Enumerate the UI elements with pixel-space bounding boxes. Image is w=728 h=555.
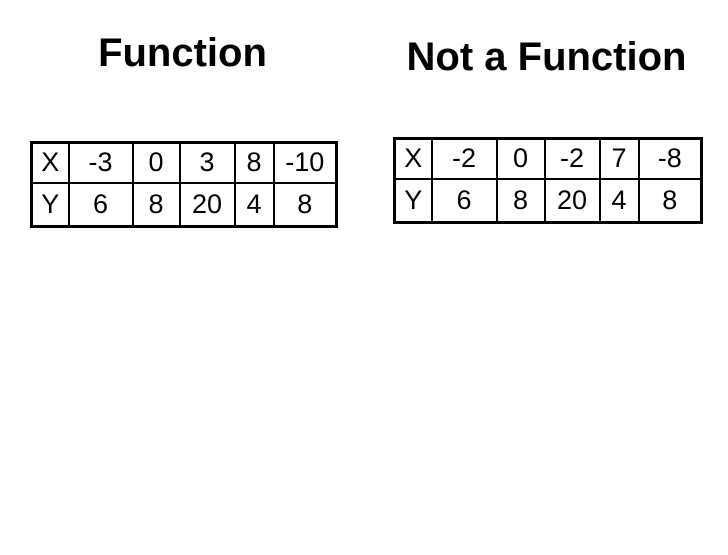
row-header-cell: Y — [30, 181, 70, 228]
row-header-cell: X — [393, 137, 433, 180]
table-cell: -8 — [637, 137, 703, 180]
table-cell: 8 — [495, 177, 546, 224]
not-a-function-table: X -2 0 -2 7 -8 Y 6 8 20 4 8 — [393, 137, 703, 224]
function-title: Function — [98, 31, 267, 75]
table-cell: 6 — [67, 181, 134, 228]
function-table-row-y: Y 6 8 20 4 8 — [30, 181, 338, 228]
not-a-function-table-row-x: X -2 0 -2 7 -8 — [393, 137, 703, 180]
table-cell: 0 — [131, 141, 181, 184]
function-table-row-x: X -3 0 3 8 -10 — [30, 141, 338, 184]
table-cell: 8 — [233, 141, 275, 184]
table-cell: -3 — [67, 141, 134, 184]
table-cell: 3 — [178, 141, 236, 184]
not-a-function-title: Not a Function — [406, 35, 687, 79]
table-cell: 6 — [430, 177, 498, 224]
table-cell: 20 — [543, 177, 601, 224]
table-cell: 8 — [131, 181, 181, 228]
table-cell: -2 — [543, 137, 601, 180]
table-cell: 8 — [272, 181, 338, 228]
table-cell: 8 — [637, 177, 703, 224]
table-cell: 4 — [233, 181, 275, 228]
function-table: X -3 0 3 8 -10 Y 6 8 20 4 8 — [30, 141, 338, 228]
row-header-cell: X — [30, 141, 70, 184]
table-cell: 0 — [495, 137, 546, 180]
table-cell: -2 — [430, 137, 498, 180]
table-cell: 20 — [178, 181, 236, 228]
table-cell: 4 — [598, 177, 640, 224]
row-header-cell: Y — [393, 177, 433, 224]
table-cell: 7 — [598, 137, 640, 180]
table-cell: -10 — [272, 141, 338, 184]
not-a-function-table-row-y: Y 6 8 20 4 8 — [393, 177, 703, 224]
